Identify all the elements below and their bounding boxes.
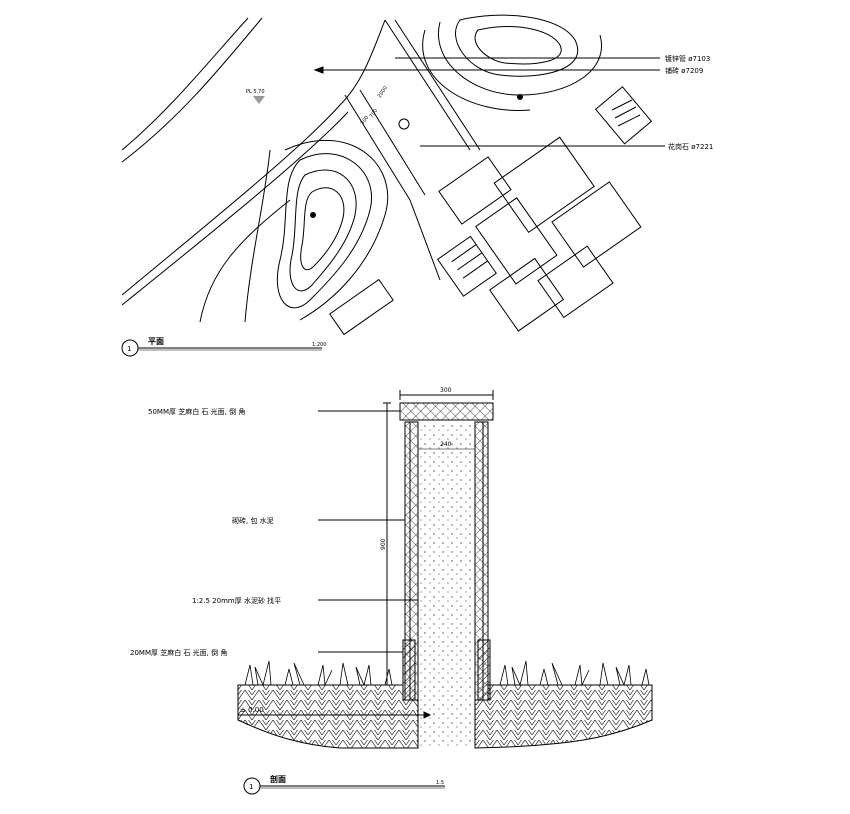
section-callout-1: 50MM厚 芝麻白 石 光面, 倒 角 <box>148 407 245 416</box>
section-title-scale: 1:5 <box>436 780 444 786</box>
section-title-block <box>243 777 445 795</box>
section-callout-2: 砌砖, 包 水泥 <box>232 516 274 525</box>
plan-label-3: 花岗石 ø7221 <box>668 142 713 151</box>
plan-title-text: 平面 <box>148 337 164 346</box>
section-callout-4: 20MM厚 芝麻白 石 光面, 倒 角 <box>130 648 227 657</box>
plan-label-2: 铺砖 ø7209 <box>665 66 703 75</box>
plan-title-number: 1 <box>127 345 131 353</box>
plan-label-1: 镀锌管 ø7103 <box>665 54 710 63</box>
section-title-text: 剖面 <box>270 774 286 784</box>
section-view <box>237 390 653 749</box>
section-callout-3: 1:2.5 20mm厚 水泥砂 找平 <box>192 596 281 605</box>
plan-dim-b: 300 <box>360 115 370 126</box>
section-inner-dim: 240 <box>440 441 452 448</box>
plan-dim-a: 2000 <box>377 85 389 99</box>
plan-view <box>121 14 665 336</box>
plan-title-scale: 1:200 <box>312 342 326 348</box>
plan-title-block <box>121 339 322 357</box>
plan-dim-c: 700 <box>369 108 379 119</box>
section-title-number: 1 <box>249 783 253 791</box>
section-ground-label: ± 0.00 <box>240 706 264 714</box>
section-height-dim: 900 <box>380 538 387 550</box>
section-top-dim: 300 <box>440 387 452 394</box>
plan-level-mark: PL 5.70 <box>246 89 265 95</box>
